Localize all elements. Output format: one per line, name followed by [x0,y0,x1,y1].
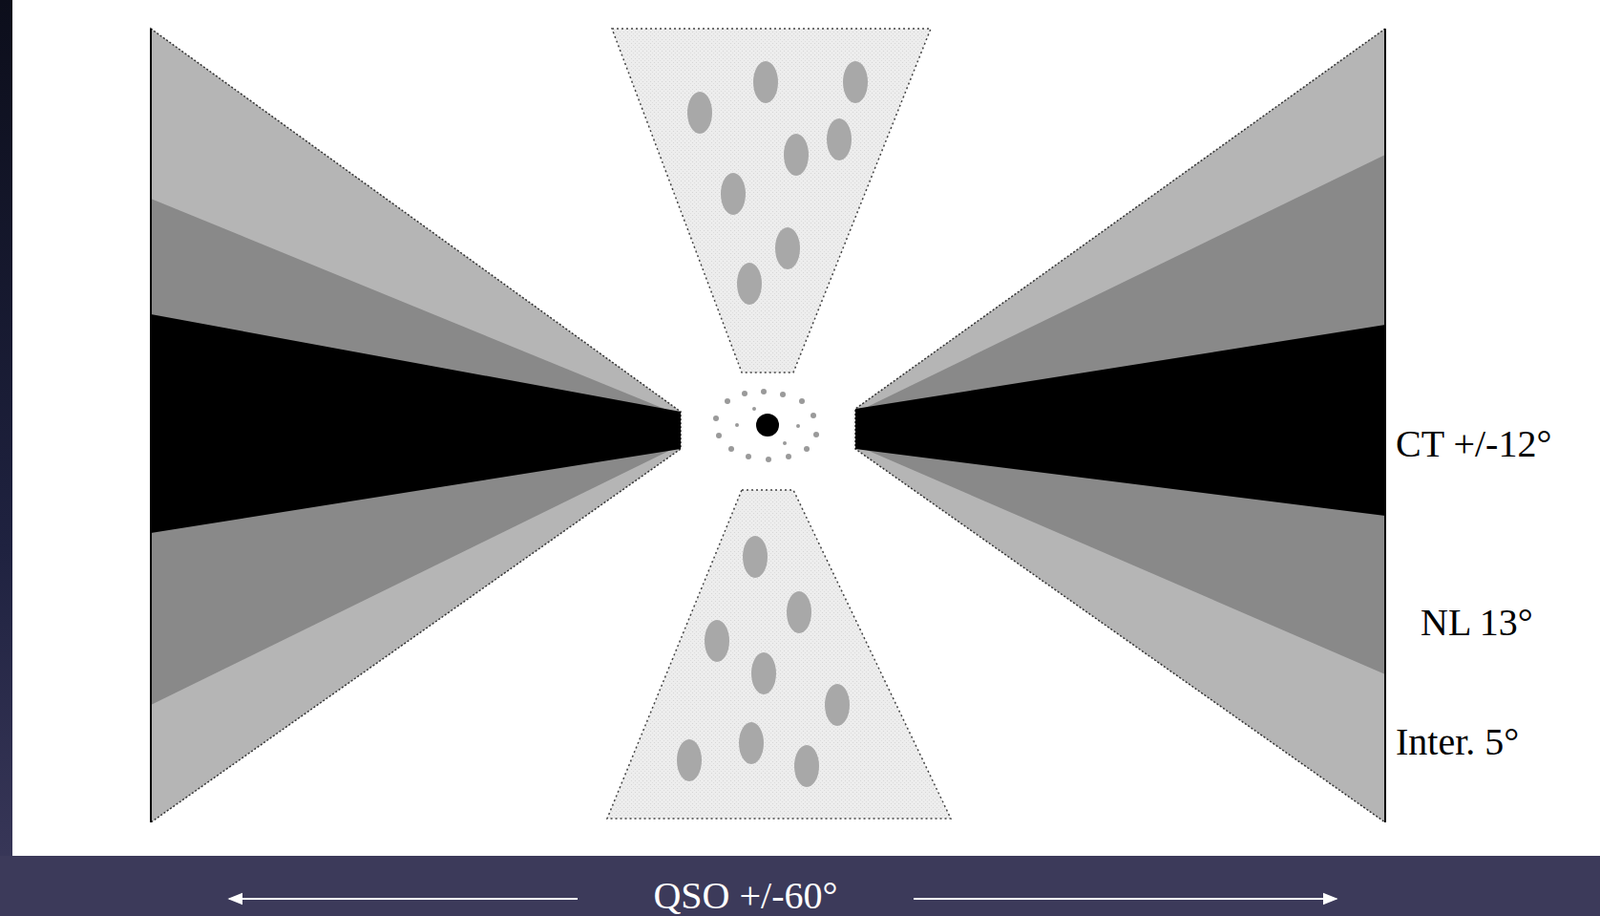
angle-label: CT +/-12° [1395,424,1552,464]
qso-angle-label: QSO +/-60° [652,876,838,915]
angle-label: Inter. 5° [1395,722,1519,761]
angle-label: NL 13° [1420,603,1534,642]
